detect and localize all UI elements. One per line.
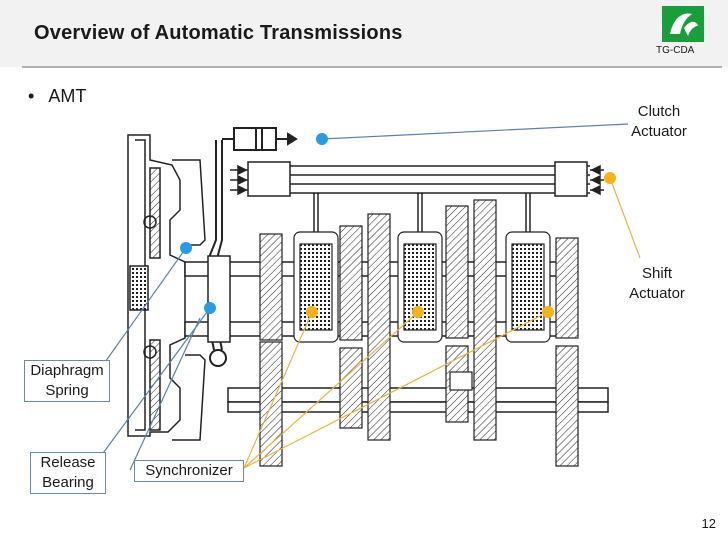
synchronizer-leader-2 — [243, 311, 419, 469]
countershaft — [227, 387, 609, 413]
shift-actuator-marker — [604, 172, 616, 184]
label-shift-actuator-line1: Shift — [641, 265, 672, 282]
leader-lines — [97, 123, 641, 471]
release-bearing-leader-2 — [129, 317, 201, 471]
synchronizer-leader-1 — [243, 311, 313, 469]
synchronizer-marker-2 — [412, 306, 424, 318]
header-divider — [22, 66, 722, 68]
diagram-markers — [180, 133, 616, 318]
label-shift-actuator-line2: Actuator — [629, 285, 685, 302]
synchronizer-leader-3 — [243, 311, 549, 469]
label-release-bearing-line1: Release — [40, 454, 96, 471]
main-gears — [259, 199, 579, 467]
label-diaphragm-spring-line1: Diaphragm — [30, 362, 104, 379]
clutch-actuator-marker — [316, 133, 328, 145]
clutch-actuator-leader — [321, 123, 629, 140]
page-number: 12 — [701, 516, 716, 531]
label-release-bearing: Release Bearing — [30, 452, 106, 494]
shift-actuator-leader — [609, 177, 641, 259]
diaphragm-spring-marker — [180, 242, 192, 254]
clutch-fork — [208, 140, 227, 367]
logo-mark-icon — [670, 13, 698, 36]
label-release-bearing-line2: Bearing — [42, 474, 94, 491]
label-synchronizer: Synchronizer — [134, 460, 244, 482]
clutch-housing — [127, 134, 206, 441]
company-logo — [662, 6, 704, 42]
label-shift-actuator: Shift Actuator — [618, 264, 696, 304]
synchronizer-marker-1 — [306, 306, 318, 318]
bullet-amt: • AMT — [28, 86, 86, 107]
slide-title: Overview of Automatic Transmissions — [34, 22, 403, 44]
clutch-actuator — [222, 127, 298, 151]
release-bearing-leader-1 — [97, 307, 211, 461]
diaphragm-spring-leader — [97, 247, 187, 373]
synchronizer-marker-3 — [542, 306, 554, 318]
bullet-text: AMT — [48, 86, 87, 106]
label-clutch-actuator-line1: Clutch — [637, 103, 681, 120]
label-clutch-actuator: Clutch Actuator — [622, 102, 696, 142]
label-diaphragm-spring-line2: Spring — [45, 382, 89, 399]
slide-header — [0, 0, 728, 67]
label-diaphragm-spring: Diaphragm Spring — [24, 360, 110, 402]
synchronizer-hubs — [293, 231, 551, 343]
bullet-marker: • — [28, 86, 35, 106]
label-clutch-actuator-line2: Actuator — [631, 123, 687, 140]
shift-rails — [230, 161, 604, 290]
logo-caption: TG-CDA — [656, 45, 695, 56]
release-bearing-marker — [204, 302, 216, 314]
